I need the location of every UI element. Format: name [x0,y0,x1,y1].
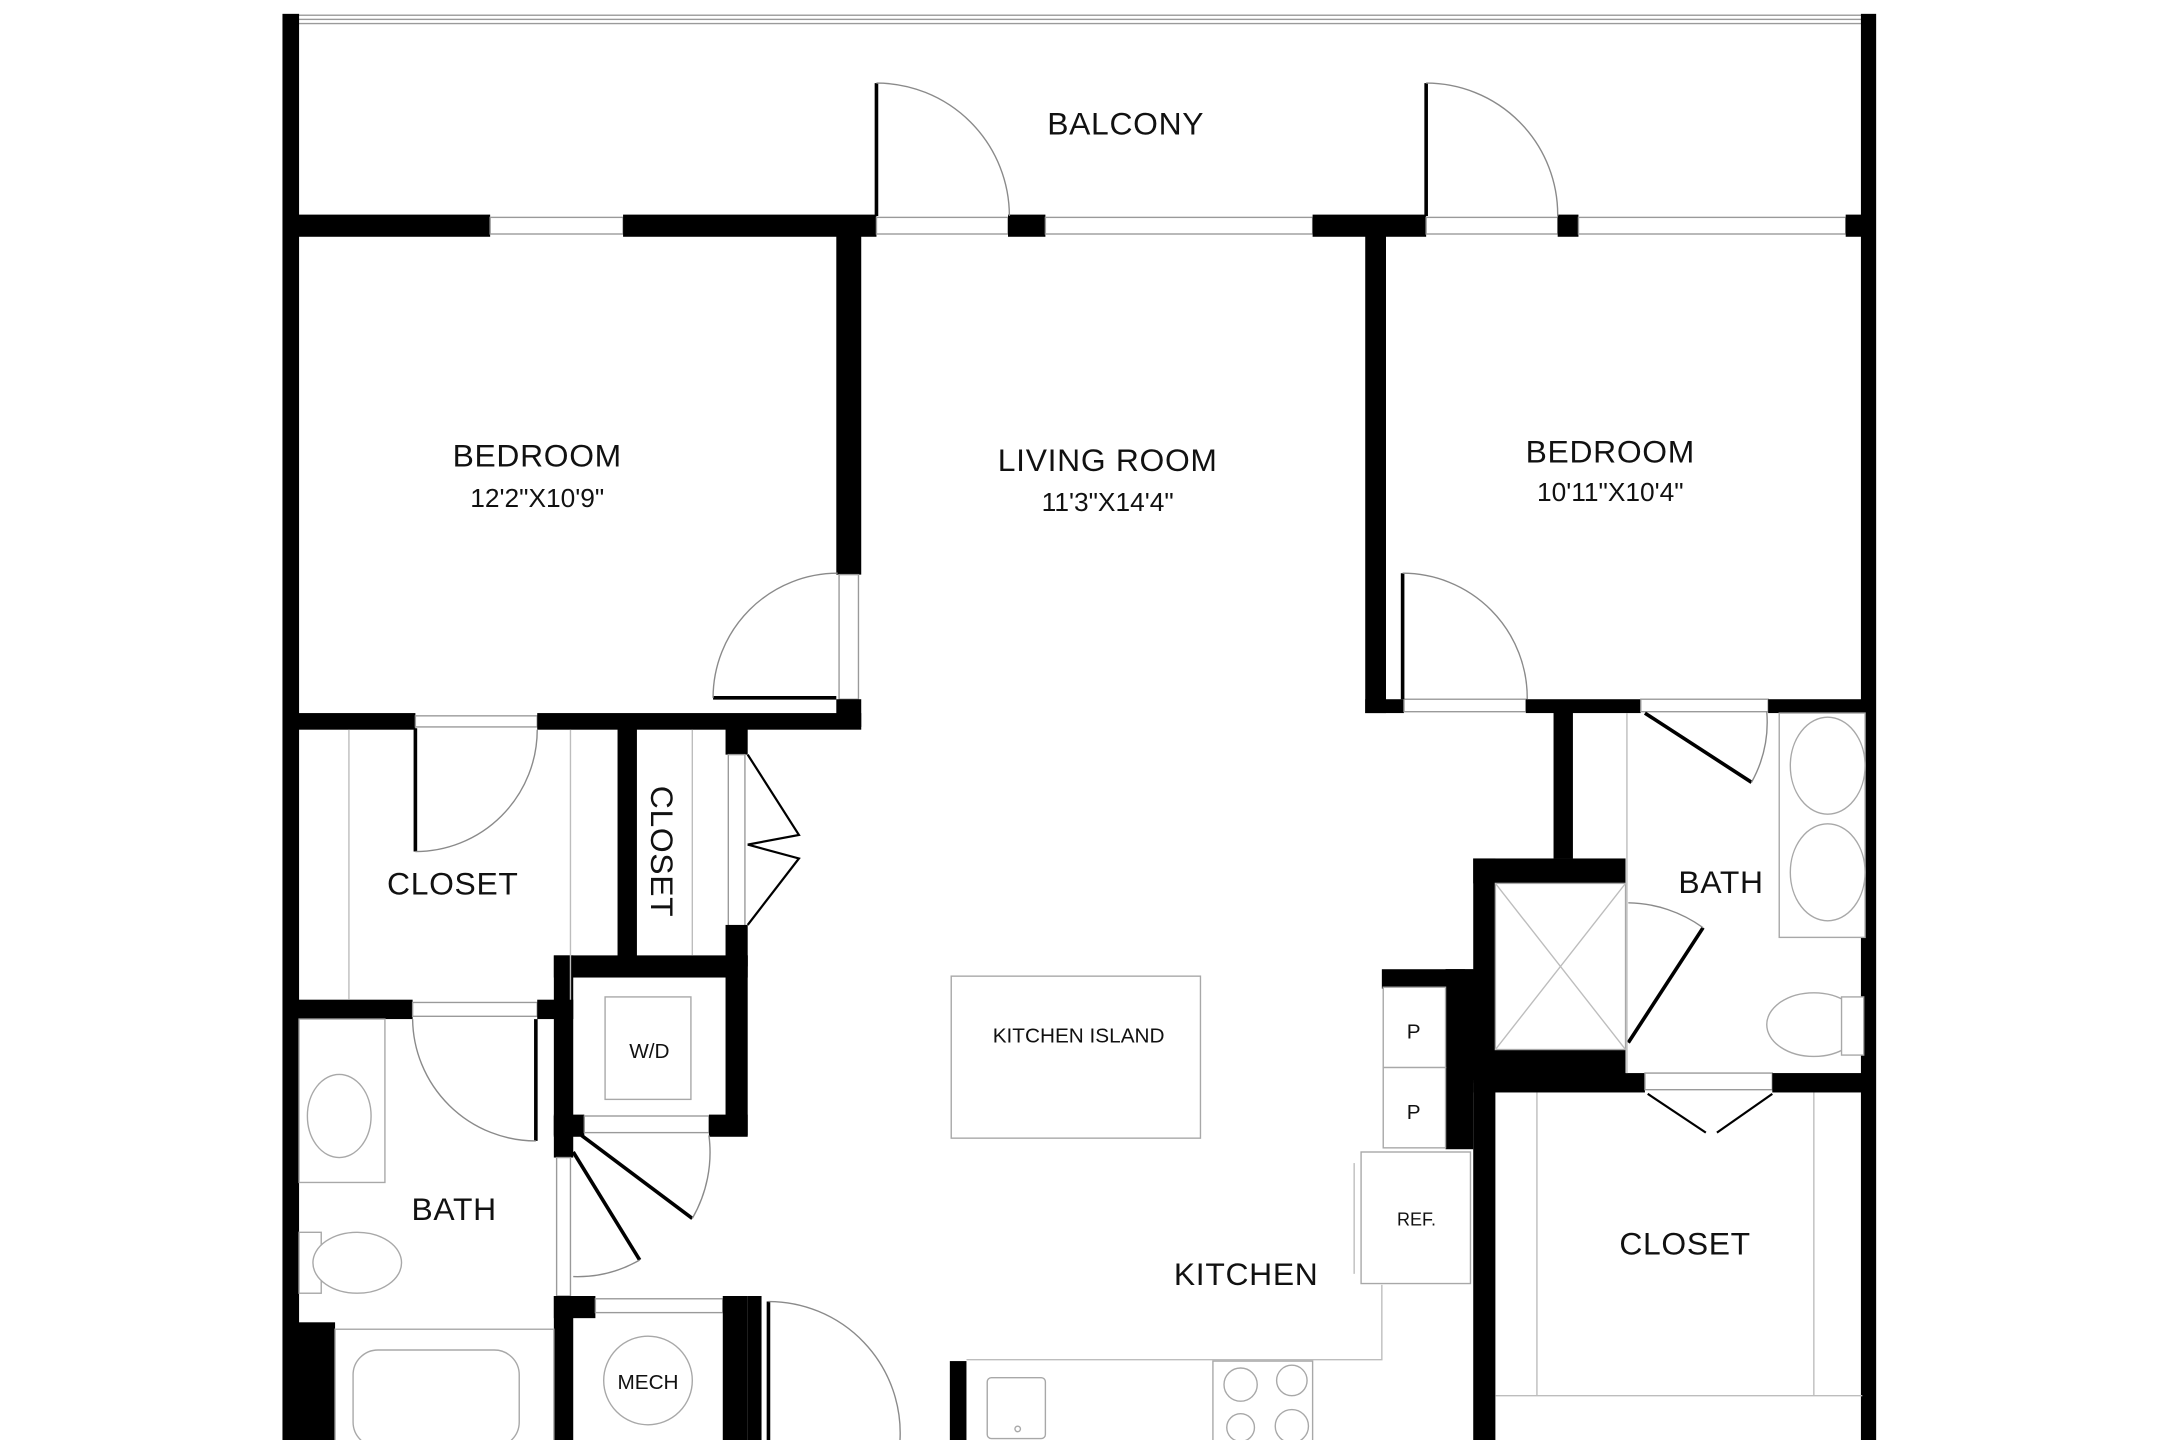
mech-unit [603,1335,693,1426]
wd-door[interactable] [580,1133,711,1220]
hall-door[interactable] [571,1151,642,1278]
room-label-kitchen: KITCHEN [1174,1256,1319,1292]
shower-door[interactable] [1626,902,1705,1044]
room-dimensions-bedroom-right: 10'11"X10'4" [1537,477,1684,507]
toilet-right-icon [1766,992,1865,1058]
room-dimensions-living-room: 11'3"X14'4" [1042,487,1174,517]
room-label-closet-right: CLOSET [1619,1225,1751,1261]
room-label-closet-left: CLOSET [387,865,519,901]
entry-door[interactable] [766,1300,901,1440]
room-label-balcony: BALCONY [1047,105,1204,141]
balcony-door-left[interactable] [874,82,1011,217]
room-label-pantry-1: P [1407,1020,1421,1043]
room-label-mechanical: MECH [617,1371,678,1394]
room-label-bath-right: BATH [1678,864,1763,900]
room-label-refrigerator: REF. [1397,1209,1436,1229]
refrigerator-unit [1353,1151,1472,1285]
vanity-sink-left-icon [298,1018,386,1184]
bathtub-icon [334,1328,555,1440]
room-label-bath-left: BATH [412,1191,497,1227]
closet-right-shelving [1495,1092,1863,1397]
balcony-area [290,14,1873,25]
cooktop-icon [1212,1360,1314,1440]
room-label-bedroom-right: BEDROOM [1526,433,1695,469]
room-label-bedroom-left: BEDROOM [453,438,622,474]
double-vanity-icon [1778,712,1866,939]
bedroom-left-door[interactable] [712,572,838,700]
bedroom-right-door[interactable] [1400,572,1528,700]
toilet-left-icon [298,1231,403,1294]
room-label-living-room: LIVING ROOM [998,442,1218,478]
bath-left-door[interactable] [411,1019,538,1142]
sink-icon [986,1377,1047,1440]
balcony-door-right[interactable] [1424,82,1559,217]
bath-right-door[interactable] [1643,711,1768,784]
room-label-washer-dryer: W/D [629,1040,669,1063]
shower-icon [1494,882,1627,1051]
room-label-pantry-2: P [1407,1101,1421,1124]
room-dimensions-bedroom-left: 12'2"X10'9" [470,483,604,513]
washer-dryer-unit [604,996,692,1101]
closet-right-bifold-door[interactable] [1647,1092,1773,1134]
kitchen-counter [966,1284,1383,1361]
room-label-closet-narrow: CLOSET [644,786,680,917]
room-label-kitchen-island: KITCHEN ISLAND [993,1025,1165,1048]
closet-left-shelving [348,729,572,1000]
closet-narrow-bifold-door[interactable] [746,754,801,926]
closet-left-door[interactable] [413,728,538,853]
pantry-cabinets [1382,986,1447,1149]
kitchen-island-counter[interactable] [950,975,1202,1139]
interior-walls [290,228,1872,1440]
